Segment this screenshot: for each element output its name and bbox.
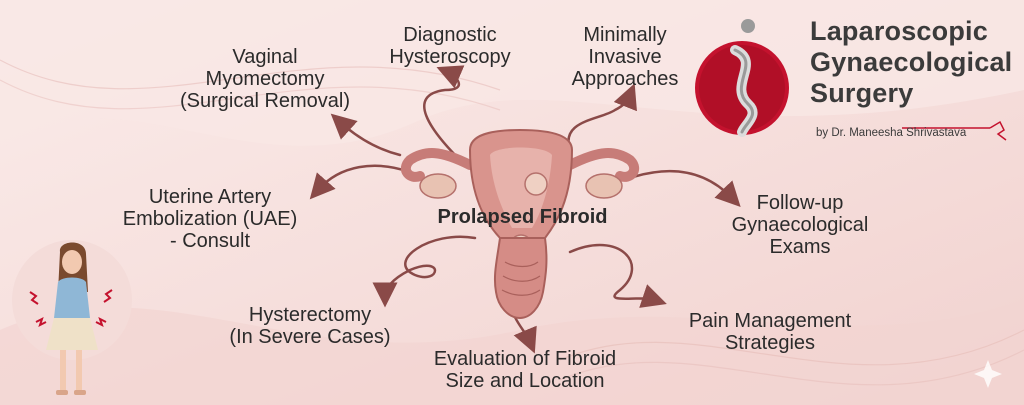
label-minimally-invasive: Minimally Invasive Approaches (571, 24, 679, 90)
arrow-to-uae (309, 164, 412, 200)
arrow-to-follow-up (628, 169, 741, 207)
arrow-to-hysterectomy (372, 235, 477, 308)
label-vaginal-myomectomy: Vaginal Myomectomy (Surgical Removal) (179, 46, 351, 112)
center-title: Prolapsed Fibroid (437, 206, 608, 228)
label-uae: Uterine Artery Embolization (UAE) - Cons… (122, 186, 298, 252)
arrow-to-minimally-invasive (567, 83, 637, 152)
label-evaluation: Evaluation of Fibroid Size and Location (433, 348, 617, 392)
label-hysterectomy: Hysterectomy (In Severe Cases) (229, 304, 391, 348)
brand-subtitle: by Dr. Maneesha Shrivastava (816, 127, 967, 139)
label-follow-up: Follow-up Gynaecological Exams (731, 192, 869, 258)
arrow-to-pain-management (568, 243, 667, 308)
label-pain-management: Pain Management Strategies (688, 310, 852, 354)
arrow-to-vaginal-myomectomy (330, 113, 402, 157)
brand-title: Laparoscopic Gynaecological Surgery (810, 16, 1013, 108)
label-diagnostic-hysteroscopy: Diagnostic Hysteroscopy (389, 24, 511, 68)
arrow-to-hysteroscopy (423, 65, 465, 162)
